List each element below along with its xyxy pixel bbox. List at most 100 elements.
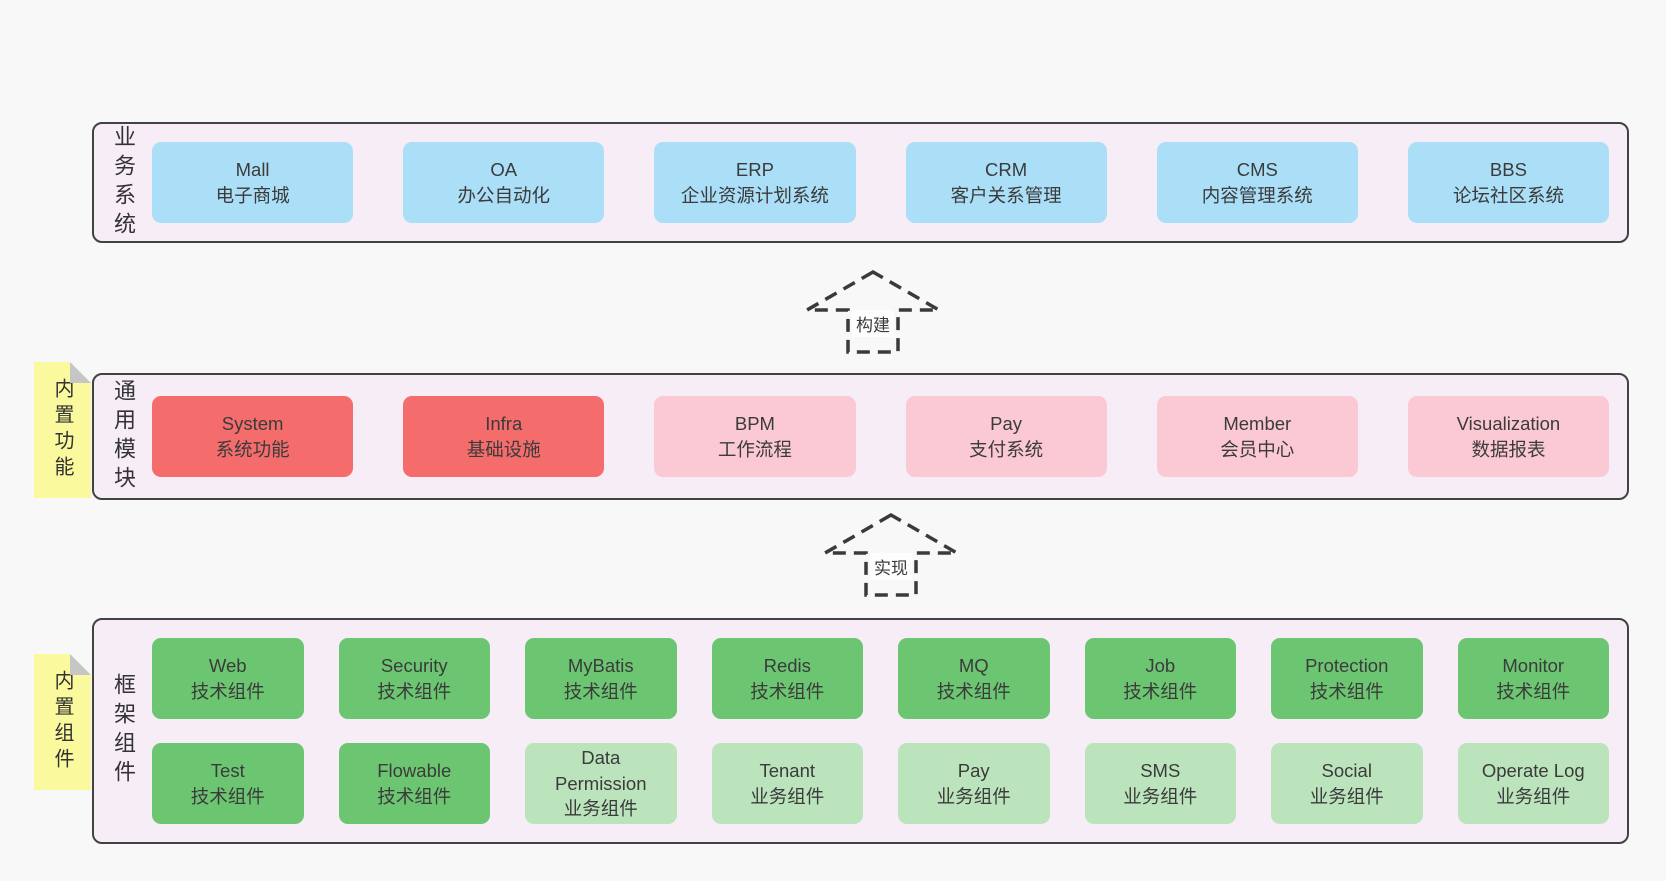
box-desc: 数据报表 [1471, 438, 1546, 460]
box-desc: 客户关系管理 [950, 184, 1062, 206]
box-name: Job [1145, 654, 1176, 676]
box-desc: 技术组件 [750, 680, 825, 702]
box-name: Visualization [1456, 412, 1561, 434]
build-arrow-label: 构建 [852, 310, 894, 337]
layer-common-modules-label: 通用模块 [111, 378, 136, 495]
builtin-features-note-text: 内置功能 [34, 362, 91, 498]
box-desc: 企业资源计划系统 [680, 184, 829, 206]
box-name: Member [1223, 412, 1292, 434]
box-oa: OA 办公自动化 [403, 142, 605, 223]
box-operate-log: Operate Log 业务组件 [1457, 743, 1609, 824]
layer-common-modules: 通用模块 System 系统功能 Infra 基础设施 BPM 工作流程 Pay… [92, 373, 1629, 500]
box-bpm: BPM 工作流程 [654, 396, 856, 477]
box-erp: ERP 企业资源计划系统 [654, 142, 856, 223]
box-desc: 业务组件 [563, 798, 638, 820]
implement-arrow-label: 实现 [870, 553, 912, 580]
box-bbs: BBS 论坛社区系统 [1407, 142, 1610, 223]
box-name: Pay [957, 759, 990, 781]
common-modules-row: System 系统功能 Infra 基础设施 BPM 工作流程 Pay 支付系统… [152, 396, 1610, 477]
dashed-up-arrow-icon [803, 269, 943, 354]
box-data-permission: Data Permission 业务组件 [525, 743, 677, 824]
builtin-components-note-text: 内置组件 [34, 654, 91, 790]
box-desc: 论坛社区系统 [1452, 184, 1564, 206]
box-desc: 技术组件 [190, 785, 265, 807]
box-desc: 内容管理系统 [1201, 184, 1313, 206]
build-arrow: 构建 [803, 268, 943, 356]
box-desc: 技术组件 [190, 680, 265, 702]
box-name: MyBatis [567, 654, 634, 676]
box-name: Test [210, 759, 245, 781]
box-desc: 技术组件 [377, 785, 452, 807]
box-crm: CRM 客户关系管理 [905, 142, 1107, 223]
note-fold-corner [70, 654, 91, 675]
box-name: Web [208, 654, 247, 676]
box-name: Protection [1305, 654, 1389, 676]
box-pay: Pay 支付系统 [905, 396, 1107, 477]
implement-arrow: 实现 [821, 511, 961, 599]
box-mybatis: MyBatis 技术组件 [525, 638, 677, 719]
builtin-components-note: 内置组件 [34, 654, 91, 790]
layer-business-systems-body: Mall 电子商城 OA 办公自动化 ERP 企业资源计划系统 CRM 客户关系… [152, 124, 1627, 241]
note-fold-corner [70, 362, 91, 383]
layer-framework-components-label: 框架组件 [111, 673, 136, 789]
box-tenant: Tenant 业务组件 [711, 743, 863, 824]
box-name: Social [1321, 759, 1372, 781]
box-redis: Redis 技术组件 [711, 638, 863, 719]
box-name: Flowable [377, 759, 452, 781]
box-name: CRM [985, 158, 1028, 180]
box-mall: Mall 电子商城 [152, 142, 354, 223]
box-system: System 系统功能 [152, 396, 354, 477]
box-desc: 电子商城 [215, 184, 290, 206]
box-monitor: Monitor 技术组件 [1457, 638, 1609, 719]
box-desc: 系统功能 [215, 438, 290, 460]
box-desc: 技术组件 [377, 680, 452, 702]
box-desc: 支付系统 [969, 438, 1044, 460]
box-name: Data Permission [555, 747, 647, 794]
box-security: Security 技术组件 [338, 638, 490, 719]
box-name: SMS [1140, 759, 1181, 781]
box-infra: Infra 基础设施 [403, 396, 605, 477]
box-web: Web 技术组件 [152, 638, 304, 719]
box-protection: Protection 技术组件 [1271, 638, 1423, 719]
box-desc: 办公自动化 [457, 184, 551, 206]
box-desc: 基础设施 [466, 438, 541, 460]
box-name: Mall [235, 158, 270, 180]
layer-business-systems-label: 业务系统 [111, 124, 136, 241]
dashed-up-arrow-icon [821, 512, 961, 597]
box-name: ERP [735, 158, 774, 180]
business-systems-row: Mall 电子商城 OA 办公自动化 ERP 企业资源计划系统 CRM 客户关系… [152, 142, 1610, 223]
box-desc: 业务组件 [750, 785, 825, 807]
box-visualization: Visualization 数据报表 [1407, 396, 1610, 477]
box-desc: 会员中心 [1220, 438, 1295, 460]
box-name: BPM [734, 412, 775, 434]
box-name: Monitor [1502, 654, 1565, 676]
layer-business-systems: 业务系统 Mall 电子商城 OA 办公自动化 ERP 企业资源计划系统 CRM… [92, 122, 1629, 243]
box-job: Job 技术组件 [1084, 638, 1236, 719]
box-desc: 技术组件 [563, 680, 638, 702]
box-sms: SMS 业务组件 [1084, 743, 1236, 824]
framework-components-row-2: Test 技术组件 Flowable 技术组件 Data Permission … [152, 743, 1609, 824]
box-name: OA [490, 158, 518, 180]
box-cms: CMS 内容管理系统 [1156, 142, 1358, 223]
box-name: MQ [958, 654, 989, 676]
layer-common-modules-body: System 系统功能 Infra 基础设施 BPM 工作流程 Pay 支付系统… [152, 375, 1627, 498]
box-name: BBS [1489, 158, 1527, 180]
box-name: System [221, 412, 284, 434]
box-name: Operate Log [1481, 759, 1585, 781]
box-desc: 业务组件 [1123, 785, 1198, 807]
box-desc: 技术组件 [936, 680, 1011, 702]
box-name: Infra [485, 412, 523, 434]
layer-framework-components: 框架组件 Web 技术组件 Security 技术组件 MyBatis 技术组件… [92, 618, 1629, 844]
box-desc: 技术组件 [1309, 680, 1384, 702]
box-name: Tenant [759, 759, 816, 781]
box-social: Social 业务组件 [1271, 743, 1423, 824]
builtin-features-note: 内置功能 [34, 362, 91, 498]
box-desc: 业务组件 [1496, 785, 1571, 807]
box-member: Member 会员中心 [1156, 396, 1358, 477]
box-pay-business: Pay 业务组件 [898, 743, 1050, 824]
box-mq: MQ 技术组件 [898, 638, 1050, 719]
box-desc: 业务组件 [936, 785, 1011, 807]
box-name: Pay [990, 412, 1023, 434]
box-name: CMS [1236, 158, 1278, 180]
box-desc: 技术组件 [1496, 680, 1571, 702]
